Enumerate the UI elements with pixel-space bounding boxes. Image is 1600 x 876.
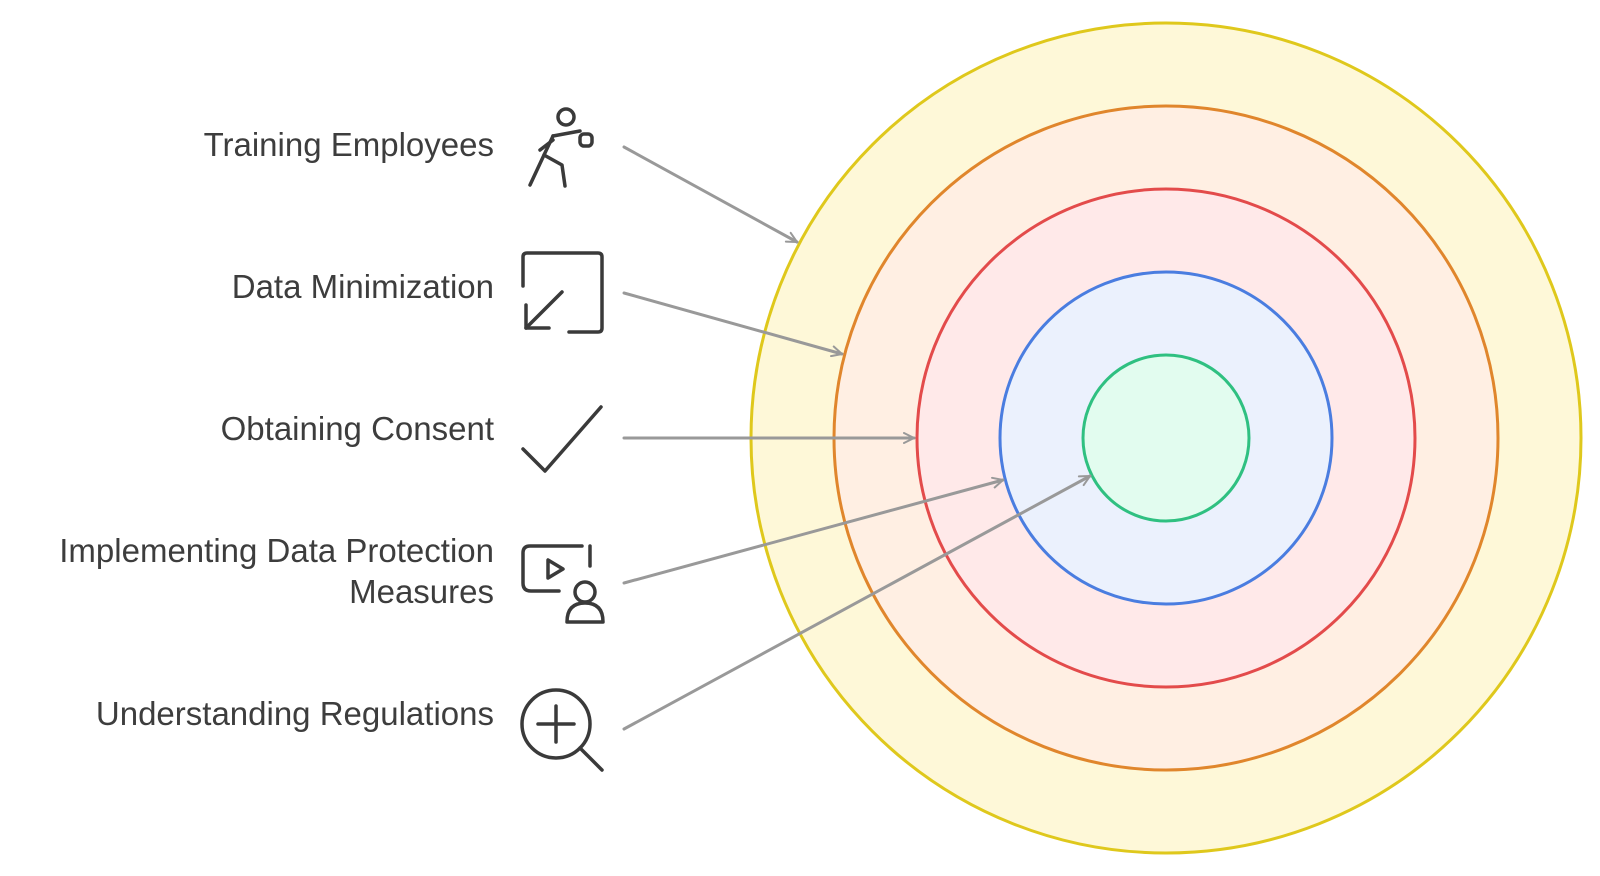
label-understanding-regulations: Understanding Regulations: [95, 695, 494, 732]
label-obtaining-consent: Obtaining Consent: [220, 410, 494, 447]
connector-data-minimization: [622, 291, 844, 358]
label-line-1: Implementing Data Protection: [59, 532, 494, 569]
video-presenter-icon: [521, 544, 605, 624]
minimize-arrow-icon: [521, 251, 604, 334]
label-data-protection-measures: Implementing Data Protection Measures: [0, 530, 494, 612]
label-training-employees: Training Employees: [203, 126, 494, 163]
connector-data-protection-measures: [622, 476, 1005, 585]
ring-understanding-regulations: [1081, 353, 1251, 523]
checkmark-icon: [521, 405, 603, 473]
label-data-minimization: Data Minimization: [231, 268, 494, 305]
label-line-2: Measures: [349, 573, 494, 610]
connector-training-employees: [622, 145, 799, 244]
zoom-in-icon: [520, 688, 604, 772]
fighter-icon: [528, 107, 594, 188]
connector-understanding-regulations: [622, 474, 1092, 731]
